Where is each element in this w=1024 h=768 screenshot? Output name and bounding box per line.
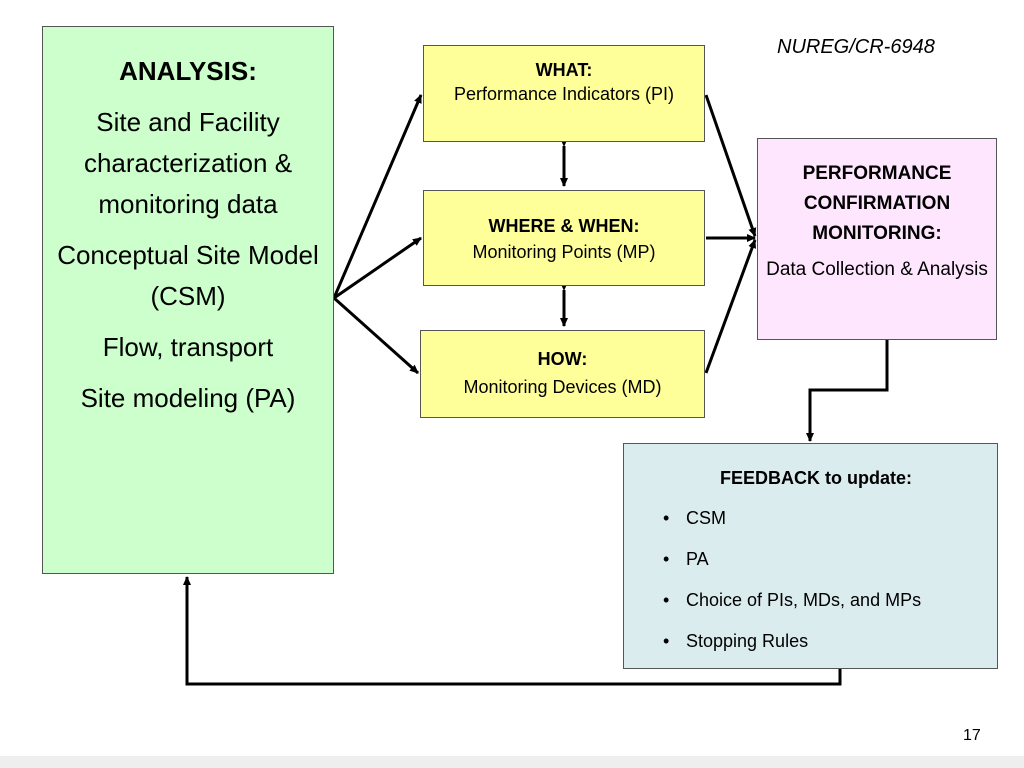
arrow-feedback-to-analysis xyxy=(183,576,842,686)
feedback-title: FEEDBACK to update: xyxy=(720,468,912,488)
performance-text: Data Collection & Analysis xyxy=(766,259,988,280)
arrow-how-to-pcm xyxy=(704,239,757,374)
document-id: NUREG/CR-6948 xyxy=(777,36,935,58)
what-title: WHAT: xyxy=(535,60,593,80)
how-text: Monitoring Devices (MD) xyxy=(463,377,662,397)
arrow-to-how xyxy=(333,296,419,375)
arrow-pcm-to-feedback xyxy=(806,340,889,442)
what-box: WHAT: Performance Indicators (PI) xyxy=(423,45,705,142)
how-title: HOW: xyxy=(537,349,588,369)
feedback-list: • CSM • PA • Choice of PIs, MDs, and MPs • S… xyxy=(660,506,921,670)
performance-title: PERFORMANCE CONFIRMATION MONITORING: xyxy=(802,163,952,244)
analysis-item-flow: Flow, transport xyxy=(102,332,274,362)
what-text: Performance Indicators (PI) xyxy=(453,84,675,104)
where-when-title: WHERE & WHEN: xyxy=(488,216,640,236)
feedback-item-label: Choice of PIs, MDs, and MPs xyxy=(686,590,922,610)
where-when-box: WHERE & WHEN: Monitoring Points (MP) xyxy=(423,190,705,286)
how-box: HOW: Monitoring Devices (MD) xyxy=(420,330,705,418)
footer-band xyxy=(0,756,1024,768)
analysis-box: ANALYSIS: Site and Facility characteriza… xyxy=(42,26,334,574)
analysis-item-characterization: Site and Facility characterization & mon… xyxy=(83,107,293,219)
feedback-item-label: CSM xyxy=(686,508,726,528)
bullet-icon: • xyxy=(663,631,670,651)
arrow-what-to-pcm xyxy=(704,94,757,237)
feedback-box: FEEDBACK to update: • CSM • PA • Choice of … xyxy=(623,443,998,669)
feedback-item-pa: • PA xyxy=(660,547,921,588)
feedback-item-csm: • CSM xyxy=(660,506,921,547)
bullet-icon: • xyxy=(663,549,670,569)
feedback-item-label: Stopping Rules xyxy=(686,631,809,651)
analysis-title: ANALYSIS: xyxy=(119,56,257,86)
feedback-item-stopping-rules: • Stopping Rules xyxy=(660,629,921,670)
bullet-icon: • xyxy=(663,590,670,610)
arrow-to-what xyxy=(332,94,423,299)
page-number: 17 xyxy=(963,727,981,744)
analysis-item-modeling: Site modeling (PA) xyxy=(80,383,296,413)
bullet-icon: • xyxy=(663,508,670,528)
arrow-to-where xyxy=(333,236,422,300)
performance-monitoring-box: PERFORMANCE CONFIRMATION MONITORING: Dat… xyxy=(757,138,997,340)
feedback-item-label: PA xyxy=(686,549,709,569)
analysis-item-csm: Conceptual Site Model (CSM) xyxy=(57,240,319,311)
feedback-item-choice: • Choice of PIs, MDs, and MPs xyxy=(660,588,921,629)
where-when-text: Monitoring Points (MP) xyxy=(472,242,656,262)
